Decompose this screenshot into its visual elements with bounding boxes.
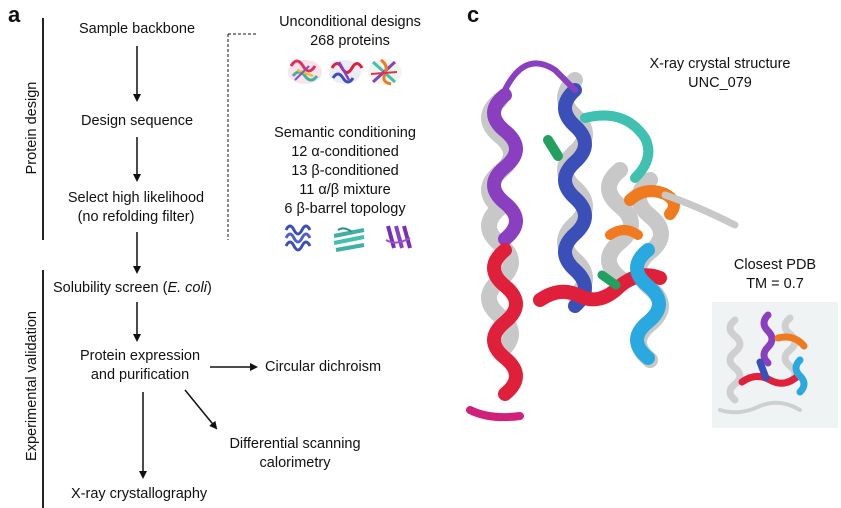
panel-label-c: c [467, 2, 480, 27]
inset-helix-blue [756, 358, 770, 382]
solubility-prefix: Solubility screen ( [53, 280, 168, 296]
protein-thumbnail [284, 224, 312, 252]
green-segment [597, 270, 621, 290]
step-sample-backbone: Sample backbone [78, 21, 196, 37]
helix-orange-small [605, 225, 643, 240]
dashed-connector [227, 33, 258, 240]
crystal-structure-render [466, 60, 739, 422]
semantic-item: 11 α/β mixture [299, 182, 391, 198]
semantic-protein-thumbnails [284, 224, 412, 252]
step-expression-line2: and purification [90, 367, 190, 383]
inset-helix-sky [792, 356, 808, 396]
step-select-line1: Select high likelihood [67, 190, 205, 206]
step-xray-crystallography: X-ray crystallography [71, 486, 208, 502]
step-solubility-screen: Solubility screen (E. coli) [53, 279, 212, 297]
structure-title: X-ray crystal structure [649, 56, 791, 72]
semantic-title: Semantic conditioning [274, 125, 416, 141]
step-select-line2: (no refolding filter) [77, 209, 195, 225]
inset-helix-red [738, 372, 802, 387]
helix-red [487, 243, 523, 401]
semantic-item: 12 α-conditioned [291, 144, 399, 160]
step-design-sequence: Design sequence [80, 113, 194, 129]
solubility-organism: E. coli [167, 280, 207, 296]
inset-helix-purple [760, 311, 776, 367]
solubility-suffix: ) [206, 280, 212, 296]
loop-teal [580, 110, 654, 183]
semantic-item: 13 β-conditioned [291, 163, 399, 179]
protein-thumbnail [385, 225, 412, 249]
helix-blue [558, 83, 592, 313]
protein-thumbnail [333, 227, 365, 252]
unconditional-count: 268 proteins [310, 33, 390, 49]
step-expression-line1: Protein expression [79, 348, 201, 364]
arrow-to-dsc [184, 389, 218, 430]
step-circular-dichroism: Circular dichroism [265, 359, 382, 375]
closest-pdb-render [712, 302, 838, 428]
loop-purple-top [502, 60, 578, 93]
experimental-bracket [42, 270, 44, 508]
protein-thumbnail [368, 58, 402, 86]
loop-magenta [466, 406, 524, 422]
unconditional-title: Unconditional designs [279, 14, 421, 30]
closest-pdb-title: Closest PDB [733, 257, 817, 273]
semantic-item: 6 β-barrel topology [284, 201, 406, 217]
protein-thumbnail [288, 59, 322, 84]
green-segment [543, 135, 563, 161]
protein-design-bracket [42, 18, 44, 240]
closest-pdb-tm: TM = 0.7 [746, 276, 804, 292]
panel-label-a: a [8, 2, 21, 27]
inset-helix-orange [774, 333, 808, 350]
structure-id: UNC_079 [688, 75, 752, 91]
helix-sky [630, 243, 666, 365]
protein-thumbnail [329, 60, 364, 84]
step-dsc-line1: Differential scanning [229, 436, 361, 452]
unconditional-protein-thumbnails [288, 58, 402, 86]
step-dsc-line2: calorimetry [259, 455, 331, 471]
loop-gray-tail [661, 191, 739, 229]
flow-arrows [133, 46, 258, 479]
helix-purple [487, 88, 523, 246]
